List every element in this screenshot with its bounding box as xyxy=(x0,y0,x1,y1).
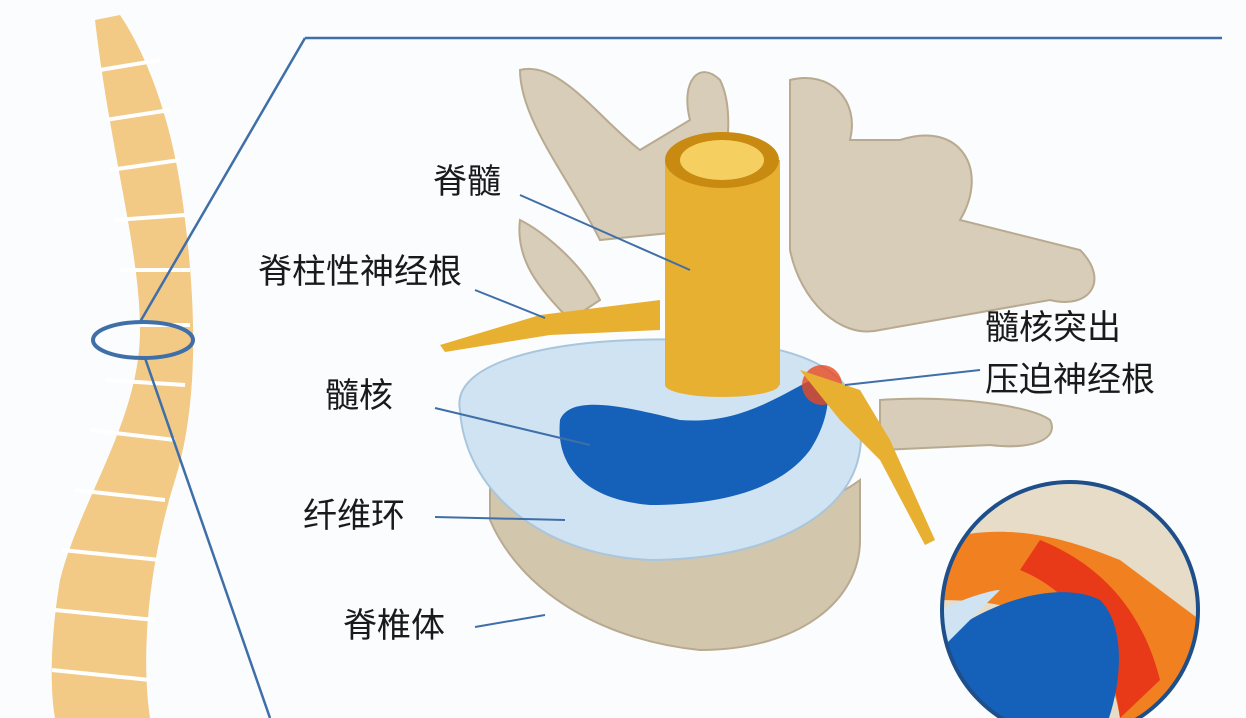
label-nucleus-pulposus: 髓核 xyxy=(325,376,393,416)
label-herniation-line2: 压迫神经根 xyxy=(985,360,1155,400)
nerve-roots xyxy=(440,300,935,545)
label-vertebral-body: 脊椎体 xyxy=(343,606,445,646)
nucleus-pulposus-shape xyxy=(559,378,828,505)
label-herniation-line1: 髓核突出 xyxy=(985,308,1121,348)
zoom-frame-lines xyxy=(138,36,1222,718)
spine-column xyxy=(51,15,194,718)
label-spinal-nerve-root: 脊柱性神经根 xyxy=(258,252,462,292)
label-annulus-fibrosus: 纤维环 xyxy=(303,496,405,536)
label-spinal-cord: 脊髓 xyxy=(433,162,501,202)
highlight-ring xyxy=(91,320,195,360)
spinal-cord-shape xyxy=(665,132,780,397)
leader-lines xyxy=(434,194,981,628)
inset-zoom-circle xyxy=(940,480,1200,718)
